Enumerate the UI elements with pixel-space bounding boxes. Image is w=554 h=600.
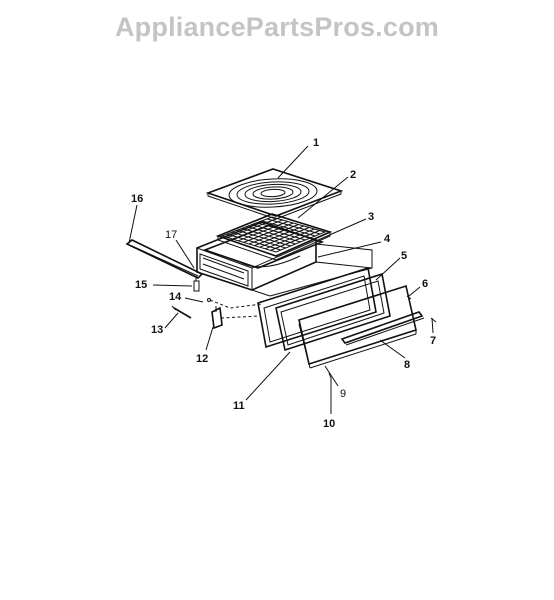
part-screw bbox=[171, 305, 192, 319]
callout-14: 14 bbox=[169, 291, 182, 303]
callout-8: 8 bbox=[404, 359, 410, 371]
callout-16: 16 bbox=[131, 193, 143, 205]
callout-17: 17 bbox=[165, 229, 177, 241]
callout-10: 10 bbox=[323, 418, 335, 430]
part-hinge bbox=[207, 298, 223, 330]
watermark: AppliancePartsPros.com bbox=[114, 12, 439, 42]
assembly-path-screw bbox=[220, 315, 261, 319]
assembly-path-hinge bbox=[209, 299, 263, 309]
callout-7: 7 bbox=[430, 335, 436, 347]
callout-15: 15 bbox=[135, 279, 147, 291]
callout-1: 1 bbox=[313, 137, 319, 149]
part-broiler-pan-insert bbox=[205, 168, 344, 220]
callout-3: 3 bbox=[368, 211, 374, 223]
grid-line bbox=[270, 230, 320, 251]
callout-12: 12 bbox=[196, 353, 208, 365]
callout-9: 9 bbox=[340, 388, 346, 400]
part-broiler-tray bbox=[202, 224, 325, 269]
callout-2: 2 bbox=[350, 169, 356, 181]
callout-4: 4 bbox=[384, 233, 391, 245]
part-slide-rail bbox=[125, 239, 204, 279]
part-screws-small bbox=[328, 295, 437, 379]
grid-line bbox=[254, 225, 304, 247]
grid-line bbox=[266, 218, 321, 235]
grid-line bbox=[251, 224, 306, 241]
grid-line bbox=[248, 224, 299, 245]
grid-line bbox=[265, 228, 315, 250]
callout-11: 11 bbox=[233, 400, 245, 412]
part-bracket bbox=[193, 276, 200, 292]
part-door-gasket bbox=[275, 272, 391, 352]
callout-labels: 1 2 3 4 5 6 7 8 9 10 11 12 13 14 15 16 1… bbox=[131, 137, 436, 430]
part-broiler-pan bbox=[215, 213, 333, 261]
callout-5: 5 bbox=[401, 250, 407, 262]
grid-line bbox=[261, 220, 316, 237]
callout-6: 6 bbox=[422, 278, 428, 290]
callout-13: 13 bbox=[151, 324, 163, 336]
leader-lines bbox=[128, 145, 434, 414]
part-door-panel bbox=[298, 284, 417, 369]
part-door-handle bbox=[340, 311, 425, 346]
part-door-liner bbox=[257, 266, 377, 349]
grid-line bbox=[259, 227, 310, 248]
